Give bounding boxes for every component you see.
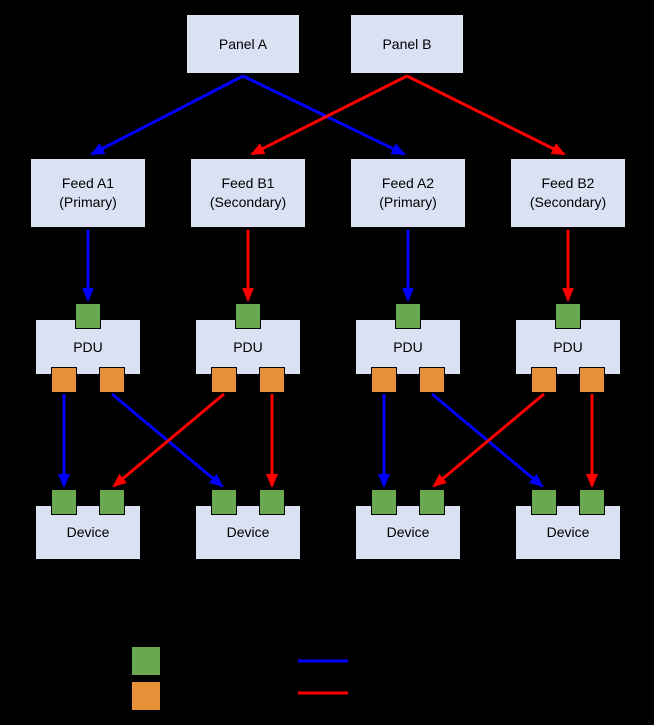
pdu-3-label: PDU [393, 338, 423, 355]
pdu-1-output-port-left [51, 367, 77, 393]
pdu-2-label: PDU [233, 338, 263, 355]
feed-b2-name: Feed B2 [541, 175, 595, 192]
device-2-input-port-right [259, 489, 285, 515]
arrow-panelA-to-feedA2 [242, 74, 406, 156]
arrow-pdu2-to-device1 [112, 392, 225, 488]
device-2-input-port-left [211, 489, 237, 515]
device-3-input-port-left [371, 489, 397, 515]
panel-b-label: Panel B [382, 35, 432, 52]
feed-a2-role: (Primary) [379, 194, 437, 210]
pdu-1-output-port-right [99, 367, 125, 393]
device-2-label: Device [226, 524, 270, 541]
arrow-panelB-to-feedB2 [406, 74, 566, 156]
pdu-4-node: PDU [515, 319, 621, 375]
arrow-pdu1-to-device2 [111, 392, 224, 488]
pdu-3-output-port-right [419, 367, 445, 393]
device-4-input-port-left [531, 489, 557, 515]
device-4-input-port-right [579, 489, 605, 515]
pdu-1-label: PDU [73, 338, 103, 355]
feed-a1-node: Feed A1 (Primary) [30, 158, 146, 228]
pdu-4-output-port-right [579, 367, 605, 393]
pdu-2-output-port-left [211, 367, 237, 393]
pdu-1-input-port [75, 303, 101, 329]
pdu-2-node: PDU [195, 319, 301, 375]
feed-a1-role: (Primary) [59, 194, 117, 210]
pdu-2-output-port-right [259, 367, 285, 393]
pdu-3-input-port [395, 303, 421, 329]
pdu-3-output-port-left [371, 367, 397, 393]
legend-green-square-swatch [131, 646, 161, 676]
legend-orange-square-swatch [131, 681, 161, 711]
feed-b2-role: (Secondary) [529, 194, 607, 210]
feed-a2-node: Feed A2 (Primary) [350, 158, 466, 228]
feed-b1-node: Feed B1 (Secondary) [190, 158, 306, 228]
device-3-label: Device [386, 524, 430, 541]
panel-a-node: Panel A [186, 14, 300, 74]
feed-b1-name: Feed B1 [221, 175, 275, 192]
arrow-pdu4-to-device3 [432, 392, 545, 488]
arrow-pdu3-to-device4 [431, 392, 544, 488]
device-4-label: Device [546, 524, 590, 541]
pdu-4-output-port-left [531, 367, 557, 393]
device-1-input-port-left [51, 489, 77, 515]
panel-a-label: Panel A [218, 35, 268, 52]
feed-b2-node: Feed B2 (Secondary) [510, 158, 626, 228]
panel-b-node: Panel B [350, 14, 464, 74]
pdu-2-input-port [235, 303, 261, 329]
arrow-panelB-to-feedB1 [250, 74, 408, 156]
arrow-panelA-to-feedA1 [90, 74, 244, 156]
pdu-4-label: PDU [553, 338, 583, 355]
device-1-input-port-right [99, 489, 125, 515]
pdu-4-input-port [555, 303, 581, 329]
feed-a1-name: Feed A1 [61, 175, 115, 192]
feed-b1-role: (Secondary) [209, 194, 287, 210]
device-1-label: Device [66, 524, 110, 541]
device-3-input-port-right [419, 489, 445, 515]
feed-a2-name: Feed A2 [381, 175, 435, 192]
